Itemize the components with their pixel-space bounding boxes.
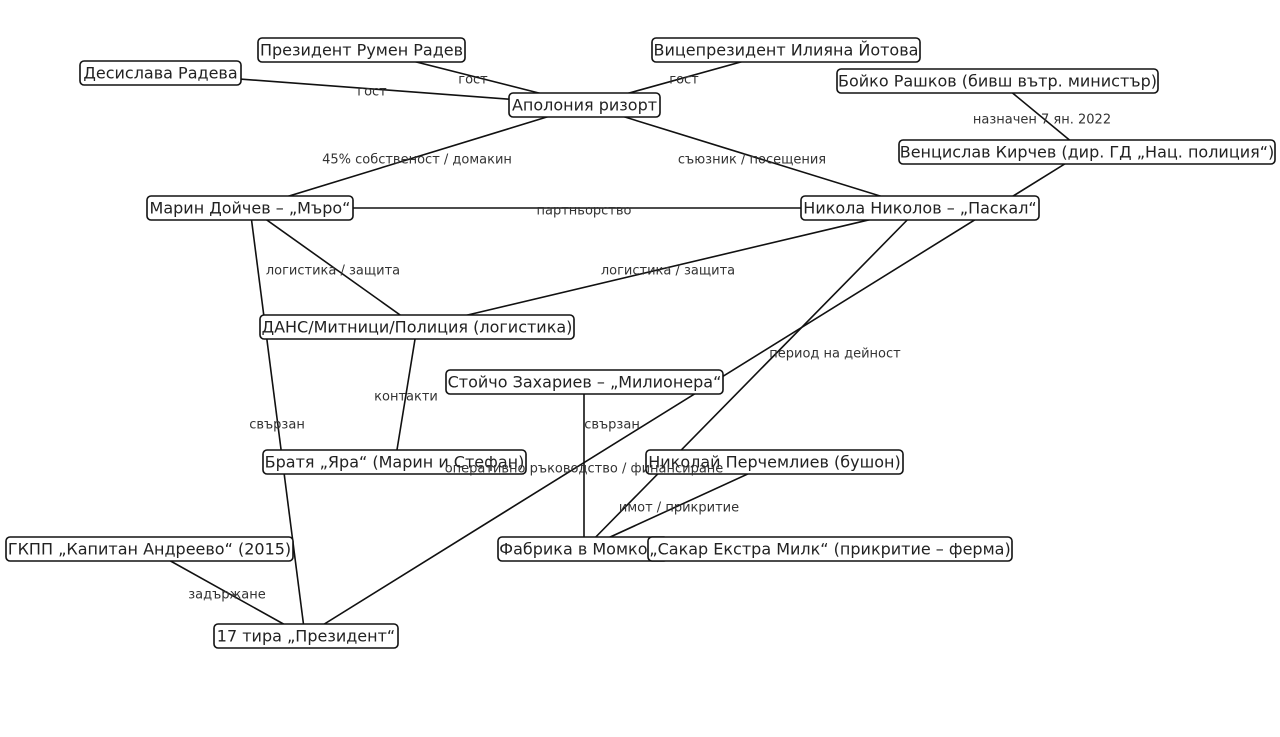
edge-marin-to-apolonia — [249, 105, 586, 209]
node-label-marin: Марин Дойчев – „Мъро“ — [150, 199, 351, 218]
node-label-nikola: Никола Николов – „Паскал“ — [803, 199, 1036, 218]
node-label-vicepresident: Вицепрезидент Илияна Йотова — [654, 41, 919, 60]
node-label-perchemliev: Николай Перчемлиев (бушон) — [648, 453, 901, 472]
edge-label-nikola-to-apolonia: съюзник / посещения — [678, 153, 826, 168]
node-apolonia: Аполония ризорт — [508, 92, 661, 118]
node-gkpp: ГКПП „Капитан Андреево“ (2015) — [5, 536, 294, 562]
node-nikola: Никола Николов – „Паскал“ — [800, 195, 1040, 221]
node-label-ventsislav: Венцислав Кирчев (дир. ГД „Нац. полиция“… — [900, 143, 1275, 162]
edge-nikola-to-dans — [417, 207, 920, 327]
node-box-boyko — [836, 68, 1159, 94]
node-label-dans: ДАНС/Митници/Полиция (логистика) — [262, 318, 573, 337]
edge-label-marin-to-apolonia: 45% собственост / домакин — [322, 153, 512, 168]
node-stoycho: Стойчо Захариев – „Милионера“ — [445, 369, 724, 395]
edge-label-yara-to-dans: контакти — [374, 390, 438, 405]
node-box-desislava — [79, 60, 242, 86]
node-desislava: Десислава Радева — [79, 60, 242, 86]
node-label-fabrika: Фабрика в Момково — [499, 540, 666, 559]
node-box-vicepresident — [651, 37, 921, 63]
edge-marin-to-tiri — [249, 207, 305, 636]
node-label-boyko: Бойко Рашков (бивш вътр. министър) — [838, 72, 1157, 91]
node-box-president — [257, 37, 466, 63]
edge-label-marin-to-tiri: свързан — [249, 418, 305, 433]
node-label-stoycho: Стойчо Захариев – „Милионера“ — [448, 373, 722, 392]
node-label-yara: Братя „Яра“ (Марин и Стефан) — [265, 453, 525, 472]
edge-nikola-to-apolonia — [586, 105, 920, 209]
node-fabrika: Фабрика в Момково — [497, 536, 669, 562]
node-box-tiri — [213, 623, 399, 649]
node-box-yara — [262, 449, 527, 475]
node-label-president: Президент Румен Радев — [260, 41, 463, 60]
node-box-apolonia — [508, 92, 661, 118]
node-tiri: 17 тира „Президент“ — [213, 623, 399, 649]
edge-label-vicepresident-to-apolonia: гост — [669, 73, 699, 88]
node-box-marin — [146, 195, 354, 221]
node-box-sakar — [647, 536, 1013, 562]
node-box-ventsislav — [898, 139, 1276, 165]
node-dans: ДАНС/Митници/Полиция (логистика) — [259, 314, 575, 340]
node-boyko: Бойко Рашков (бивш вътр. министър) — [836, 68, 1159, 94]
node-vicepresident: Вицепрезидент Илияна Йотова — [651, 37, 921, 63]
edge-label-desislava-to-apolonia: гост — [357, 85, 387, 100]
nodes-layer: Президент Румен Радев Вицепрезидент Илиян… — [5, 37, 1276, 649]
edge-label-boyko-to-ventsislav: назначен 7 ян. 2022 — [973, 113, 1111, 128]
node-perchemliev: Николай Перчемлиев (бушон) — [645, 449, 904, 475]
node-sakar: „Сакар Екстра Милк“ (прикритие – ферма) — [647, 536, 1013, 562]
edge-dans-to-marin — [250, 208, 418, 328]
edge-label-dans-to-marin: логистика / защита — [266, 264, 400, 279]
node-box-stoycho — [445, 369, 724, 395]
node-box-gkpp — [5, 536, 294, 562]
edge-gkpp-to-tiri — [148, 548, 305, 636]
edge-nikola-to-fabrika — [584, 207, 920, 549]
edge-label-perchemliev-to-fabrika: имот / прикритие — [619, 501, 739, 516]
node-ventsislav: Венцислав Кирчев (дир. ГД „Нац. полиция“… — [898, 139, 1276, 165]
node-president: Президент Румен Радев — [257, 37, 466, 63]
edge-yara-to-dans — [394, 327, 417, 463]
node-label-sakar: „Сакар Екстра Милк“ (прикритие – ферма) — [649, 540, 1010, 559]
node-label-desislava: Десислава Радева — [83, 64, 237, 83]
edge-label-president-to-apolonia: гост — [458, 73, 488, 88]
edge-label-nikola-to-marin: партньорство — [537, 204, 632, 219]
edge-labels-layer: гост гост гост 45% собственост / домакин съю… — [188, 73, 1111, 603]
node-yara: Братя „Яра“ (Марин и Стефан) — [262, 449, 527, 475]
edge-label-nikola-to-dans: логистика / защита — [601, 264, 735, 279]
node-marin: Марин Дойчев – „Мъро“ — [146, 195, 354, 221]
edge-label-stoycho-to-fabrika: свързан — [584, 418, 640, 433]
node-label-gkpp: ГКПП „Капитан Андреево“ (2015) — [8, 540, 291, 559]
edge-perchemliev-to-fabrika — [584, 461, 775, 549]
node-box-dans — [259, 314, 575, 340]
edge-label-ventsislav-to-tiri: период на дейност — [769, 347, 901, 362]
node-label-tiri: 17 тира „Президент“ — [217, 627, 395, 646]
edge-label-gkpp-to-tiri: задържане — [188, 588, 265, 603]
edge-label-nikola-to-fabrika: оперативно ръководство / финансиране — [445, 462, 724, 477]
node-label-apolonia: Аполония ризорт — [512, 96, 657, 115]
node-box-perchemliev — [645, 449, 904, 475]
node-box-nikola — [800, 195, 1040, 221]
